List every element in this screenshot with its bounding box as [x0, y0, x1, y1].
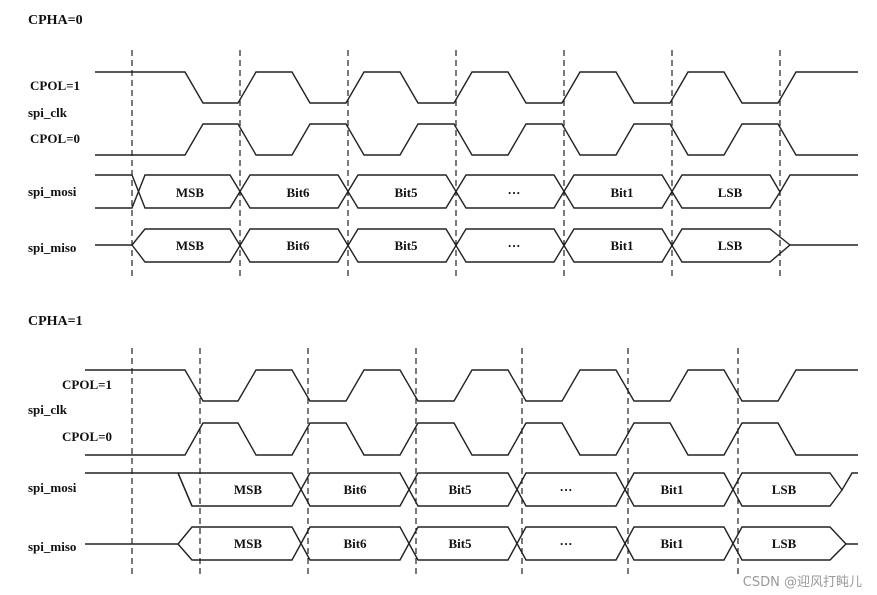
spi-clk-label: spi_clk — [28, 105, 68, 120]
cpol1-label: CPOL=1 — [30, 78, 80, 93]
guide-lines — [131, 50, 781, 277]
spi-miso-label: spi_miso — [28, 240, 76, 255]
miso-bit-6: Bit6 — [343, 536, 367, 551]
mosi-bit-6: Bit6 — [286, 185, 310, 200]
mosi-bit-msb: MSB — [176, 185, 205, 200]
mosi-bit-1: Bit1 — [610, 185, 633, 200]
mosi-bit-5: Bit5 — [448, 482, 472, 497]
mosi-bit-msb: MSB — [234, 482, 263, 497]
miso-bit-1: Bit1 — [660, 536, 683, 551]
mosi-waveform: MSB Bit6 Bit5 ··· Bit1 LSB — [85, 472, 858, 507]
spi-mosi-label: spi_mosi — [28, 480, 77, 495]
mosi-bit-ellipsis: ··· — [507, 185, 520, 200]
mosi-bit-lsb: LSB — [772, 482, 797, 497]
clk-cpol0-waveform — [85, 422, 858, 456]
cpol0-label: CPOL=0 — [62, 429, 112, 444]
guide-lines — [131, 348, 739, 578]
mosi-bit-1: Bit1 — [660, 482, 683, 497]
section-title: CPHA=1 — [28, 314, 83, 329]
miso-bit-5: Bit5 — [448, 536, 472, 551]
section-title: CPHA=0 — [28, 13, 83, 28]
miso-bit-lsb: LSB — [772, 536, 797, 551]
clk-cpol1-waveform — [85, 369, 858, 402]
miso-bit-msb: MSB — [176, 238, 205, 253]
spi-miso-label: spi_miso — [28, 539, 76, 554]
mosi-bit-5: Bit5 — [394, 185, 418, 200]
cpol1-label: CPOL=1 — [62, 377, 112, 392]
miso-bit-1: Bit1 — [610, 238, 633, 253]
miso-bit-5: Bit5 — [394, 238, 418, 253]
section-cpha0: CPHA=0 CPOL=1 spi_clk CPOL=0 spi_mosi sp… — [28, 13, 858, 277]
clk-cpol0-waveform — [95, 123, 858, 156]
section-cpha1: CPHA=1 CPOL=1 spi_clk CPOL=0 spi_mosi sp… — [28, 314, 858, 578]
spi-clk-label: spi_clk — [28, 402, 68, 417]
spi-mosi-label: spi_mosi — [28, 184, 77, 199]
miso-bit-ellipsis: ··· — [559, 536, 572, 551]
miso-waveform: MSB Bit6 Bit5 ··· Bit1 LSB — [85, 526, 858, 561]
miso-bit-ellipsis: ··· — [507, 238, 520, 253]
miso-bit-lsb: LSB — [718, 238, 743, 253]
clk-cpol1-waveform — [95, 71, 858, 104]
cpol0-label: CPOL=0 — [30, 131, 80, 146]
mosi-bit-6: Bit6 — [343, 482, 367, 497]
mosi-waveform: MSB Bit6 Bit5 ··· Bit1 LSB — [95, 174, 858, 209]
mosi-bit-lsb: LSB — [718, 185, 743, 200]
watermark: CSDN @迎风打盹儿 — [743, 575, 862, 590]
miso-bit-6: Bit6 — [286, 238, 310, 253]
mosi-bit-ellipsis: ··· — [559, 482, 572, 497]
miso-bit-msb: MSB — [234, 536, 263, 551]
miso-waveform: MSB Bit6 Bit5 ··· Bit1 LSB — [95, 228, 858, 263]
